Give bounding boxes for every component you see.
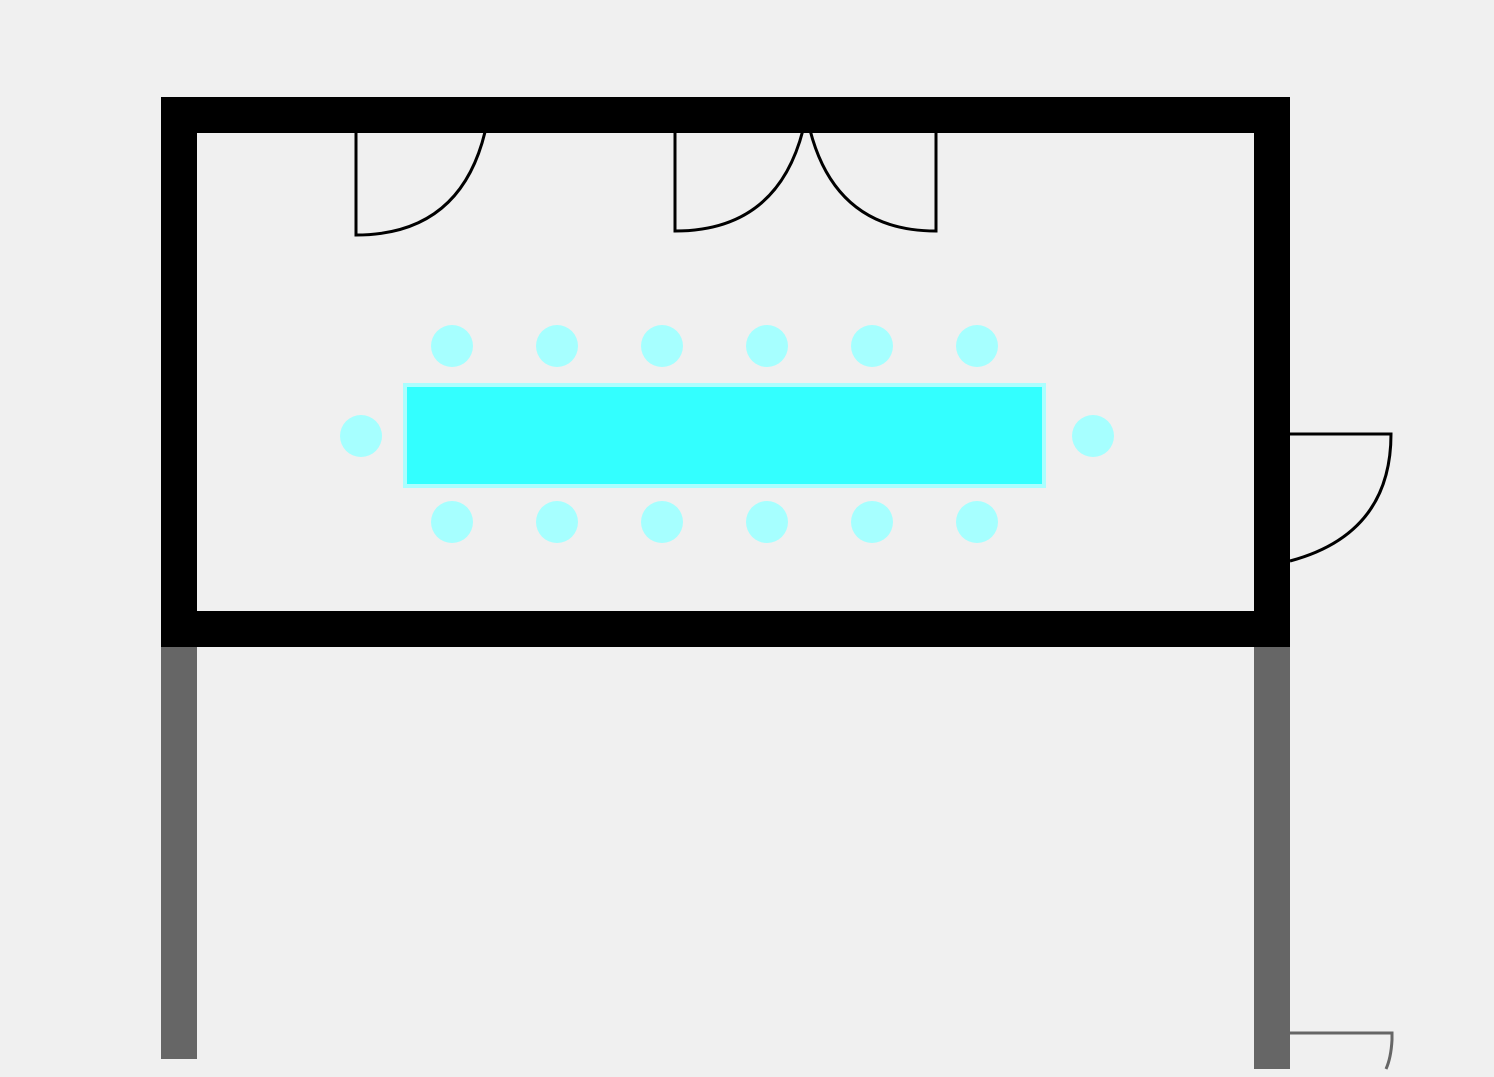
- chair-end-right[interactable]: [1072, 415, 1114, 457]
- chair-end-left[interactable]: [340, 415, 382, 457]
- adjacent-space: [161, 646, 1394, 1070]
- door-top-left: [354, 131, 487, 237]
- chair-top-5[interactable]: [851, 325, 893, 367]
- door-top-double-right: [808, 129, 938, 233]
- chair-bottom-6[interactable]: [956, 501, 998, 543]
- chair-top-1[interactable]: [431, 325, 473, 367]
- chairs: [340, 325, 1114, 543]
- room-walls: [161, 97, 1290, 647]
- door-top-double-left: [673, 129, 805, 233]
- door-right-wall: [1289, 432, 1393, 563]
- chair-bottom-3[interactable]: [641, 501, 683, 543]
- chair-top-2[interactable]: [536, 325, 578, 367]
- chair-bottom-5[interactable]: [851, 501, 893, 543]
- chair-bottom-2[interactable]: [536, 501, 578, 543]
- chair-top-4[interactable]: [746, 325, 788, 367]
- adjacent-wall-right: [1254, 646, 1290, 1069]
- chair-bottom-1[interactable]: [431, 501, 473, 543]
- chair-top-6[interactable]: [956, 325, 998, 367]
- adjacent-wall-left: [161, 646, 197, 1059]
- chair-top-3[interactable]: [641, 325, 683, 367]
- door-adjacent-right: [1290, 1031, 1394, 1070]
- conference-table[interactable]: [403, 383, 1046, 488]
- conference-table-group: [340, 325, 1114, 543]
- doors: [354, 129, 1393, 563]
- chair-bottom-4[interactable]: [746, 501, 788, 543]
- meeting-room: [161, 97, 1393, 647]
